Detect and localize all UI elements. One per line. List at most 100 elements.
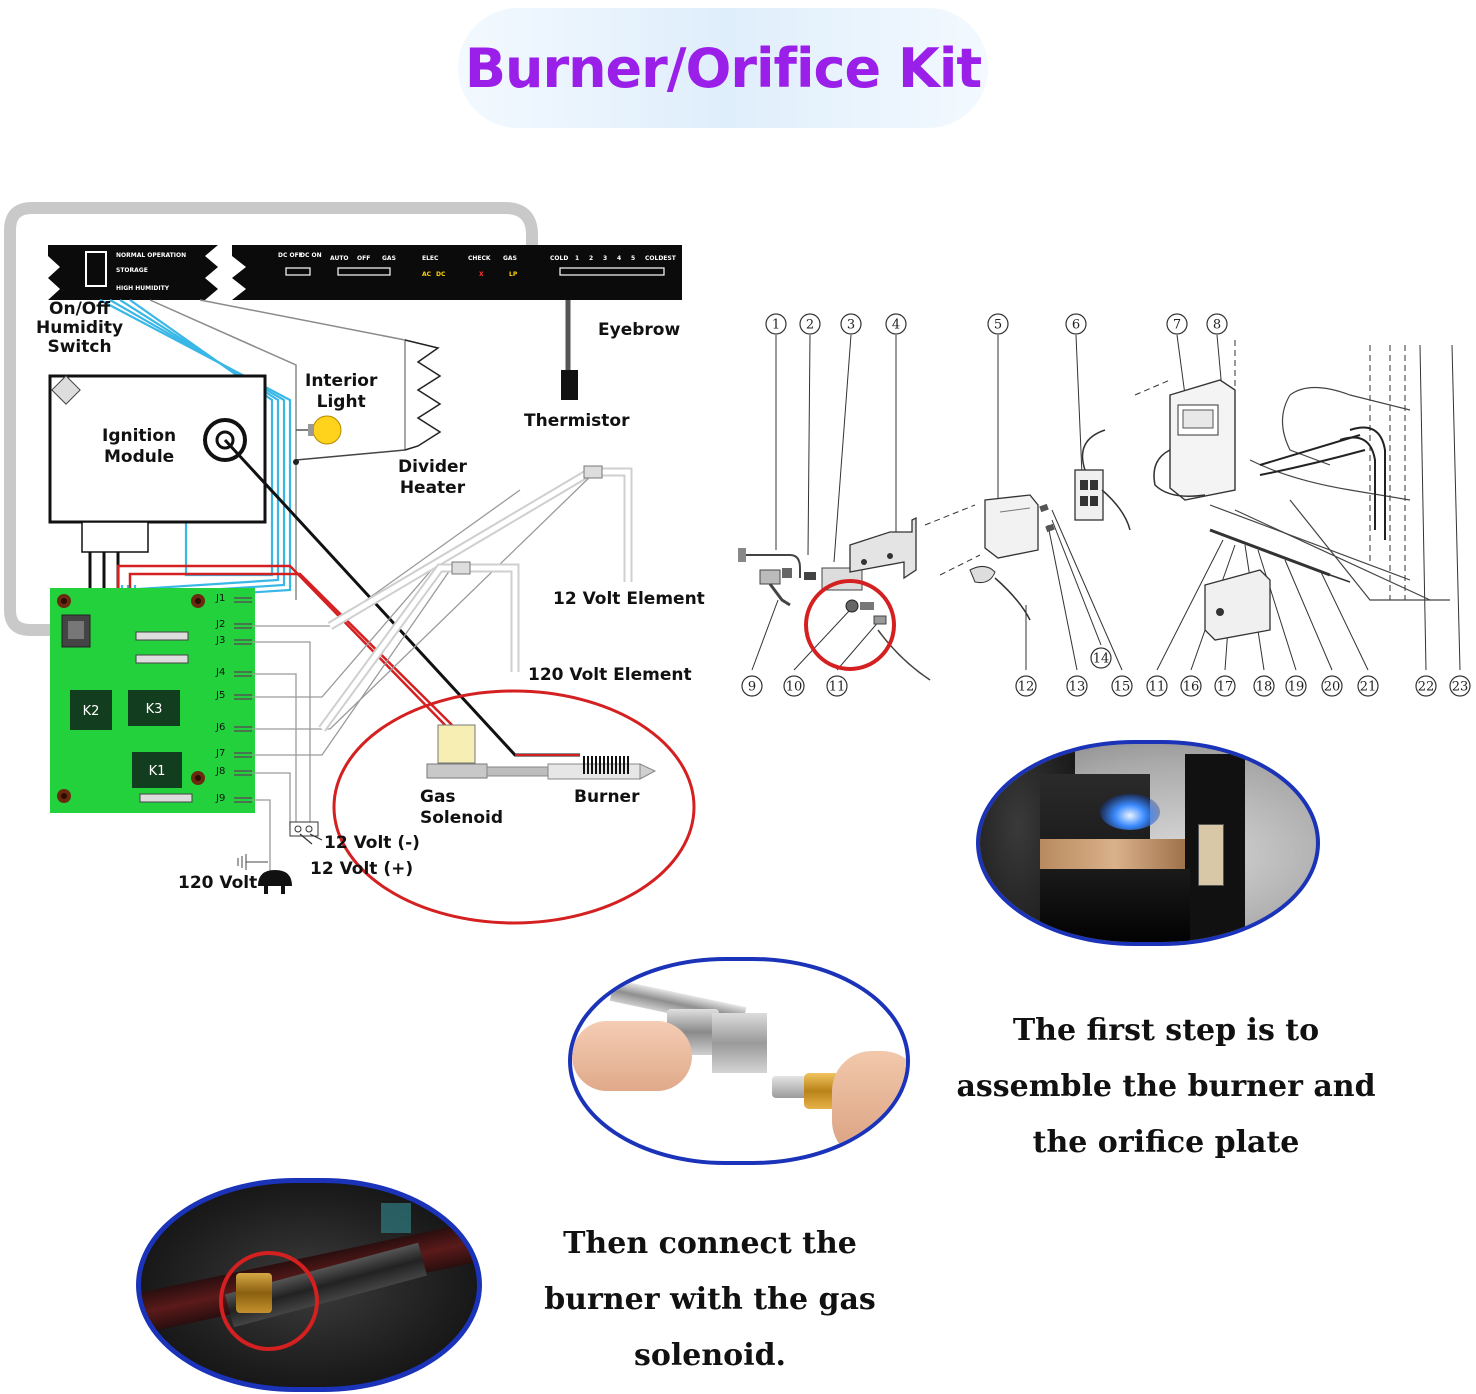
callout-number: 11 bbox=[1149, 680, 1166, 695]
callout-number: 3 bbox=[847, 318, 855, 333]
relay-k2 bbox=[70, 690, 112, 730]
callout-circle bbox=[1065, 313, 1087, 335]
callout-number: 8 bbox=[1213, 318, 1221, 333]
panel-text-cold: COLD bbox=[550, 255, 568, 262]
element-12v-label: 12 Volt Element bbox=[553, 589, 705, 609]
panel-text-dc: DC bbox=[436, 271, 446, 278]
wiring-diagram: NORMAL OPERATION STORAGE HIGH HUMIDITY D… bbox=[4, 202, 696, 925]
callout-number: 13 bbox=[1069, 680, 1086, 695]
step2-line2: burner with the gas bbox=[544, 1282, 876, 1317]
step1-line1: The first step is to bbox=[1012, 1013, 1320, 1048]
assembly-photo bbox=[568, 957, 910, 1165]
burner-label: Burner bbox=[574, 787, 640, 807]
switch-label-line1: On/Off bbox=[49, 299, 111, 319]
dc-slider bbox=[285, 267, 311, 276]
callout-number: 6 bbox=[1072, 318, 1080, 333]
panel-text-high-humidity: HIGH HUMIDITY bbox=[116, 285, 170, 292]
jack-label-j2: J2 bbox=[216, 619, 226, 630]
callout-number: 14 bbox=[1093, 652, 1110, 667]
ground-loop-cable bbox=[4, 202, 538, 636]
divider-heater-label: Divider Heater bbox=[398, 457, 467, 499]
callout-circle bbox=[1090, 647, 1112, 669]
jack-label-j8: J8 bbox=[216, 766, 226, 777]
blue-flame bbox=[1100, 794, 1160, 830]
panel-text-dc-off: DC OFF bbox=[278, 252, 303, 259]
temperature-scale-mark: 3 bbox=[603, 255, 607, 262]
callout-circle bbox=[1321, 675, 1343, 697]
ignition-label-line1: Ignition bbox=[102, 426, 177, 446]
jack-label-j9: J9 bbox=[216, 793, 226, 804]
jack-label-j4: J4 bbox=[216, 667, 226, 678]
right-hand bbox=[832, 1051, 906, 1161]
jack-label-j1: J1 bbox=[216, 593, 226, 604]
step1-line2: assemble the burner and bbox=[956, 1069, 1376, 1104]
callout-circle bbox=[1357, 675, 1379, 697]
panel-text-coldest: COLDEST bbox=[645, 255, 677, 262]
relay-k1 bbox=[132, 752, 182, 788]
12v-positive-label: 12 Volt (+) bbox=[310, 859, 414, 879]
jack-label-j3: J3 bbox=[216, 635, 226, 646]
panel-text-x: X bbox=[479, 271, 484, 278]
divider-heater-line2: Heater bbox=[399, 478, 466, 498]
interior-light-label: Interior Light bbox=[305, 371, 377, 413]
callout-circle bbox=[1180, 675, 1202, 697]
120v-plug bbox=[258, 870, 292, 886]
callout-circle bbox=[741, 675, 763, 697]
jack-label-j6: J6 bbox=[216, 722, 226, 733]
burner-installed-photo bbox=[976, 740, 1320, 946]
callout-circle bbox=[1415, 675, 1437, 697]
callout-circle bbox=[1066, 675, 1088, 697]
callout-circle bbox=[1449, 675, 1471, 697]
panel-text-dc-on: DC ON bbox=[300, 252, 322, 259]
switch-label-line2: Humidity bbox=[36, 318, 124, 338]
callout-number: 22 bbox=[1418, 680, 1435, 695]
element-120v-label: 120 Volt Element bbox=[528, 665, 692, 685]
gas-solenoid-label: Gas Solenoid bbox=[420, 787, 503, 829]
panel-text-off: OFF bbox=[357, 255, 370, 262]
callout-circle bbox=[1015, 675, 1037, 697]
orifice-highlight-circle bbox=[804, 579, 896, 671]
humidity-switch-label: On/Off Humidity Switch bbox=[36, 300, 123, 357]
jack-label-j5: J5 bbox=[216, 690, 226, 701]
12v-negative-label: 12 Volt (-) bbox=[324, 833, 420, 853]
panel-text-storage: STORAGE bbox=[116, 267, 148, 274]
relay-label-k2: K2 bbox=[83, 704, 100, 719]
burner-highlight-ellipse bbox=[332, 689, 696, 925]
callout-number: 2 bbox=[806, 318, 814, 333]
interior-light-line1: Interior bbox=[305, 371, 378, 391]
title-banner: Burner/Orifice Kit bbox=[458, 8, 988, 128]
panel-text-gas: GAS bbox=[382, 255, 396, 262]
left-hand bbox=[572, 1021, 692, 1091]
callout-circle bbox=[1206, 313, 1228, 335]
burner-sleeve-photo bbox=[712, 1013, 767, 1073]
connection-highlight-circle bbox=[219, 1251, 319, 1351]
callout-number: 17 bbox=[1217, 680, 1234, 695]
relay-label-k1: K1 bbox=[149, 764, 166, 779]
callout-circle bbox=[1111, 675, 1133, 697]
control-panel bbox=[232, 245, 682, 300]
orifice-fitting-photo bbox=[772, 1076, 812, 1098]
gas-solenoid-line1: Gas bbox=[420, 787, 456, 807]
callout-circle bbox=[1214, 675, 1236, 697]
callout-number: 9 bbox=[748, 680, 756, 695]
divider-heater-line1: Divider bbox=[398, 457, 467, 477]
panel-text-ac: AC bbox=[422, 271, 432, 278]
temperature-scale-mark: 5 bbox=[631, 255, 635, 262]
temperature-scale-mark: 4 bbox=[617, 255, 621, 262]
callout-number: 23 bbox=[1452, 680, 1469, 695]
callout-circle bbox=[1253, 675, 1275, 697]
teal-fitting-photo bbox=[381, 1203, 411, 1233]
mount-plate bbox=[1040, 869, 1190, 942]
step2-line3: solenoid. bbox=[633, 1338, 787, 1373]
divider-heater-coil bbox=[404, 339, 442, 451]
interior-light-line2: Light bbox=[316, 392, 366, 412]
relay-label-k3: K3 bbox=[146, 702, 163, 717]
callout-circle bbox=[826, 675, 848, 697]
copper-tube bbox=[1040, 839, 1190, 869]
callout-number: 16 bbox=[1183, 680, 1200, 695]
callout-number: 10 bbox=[786, 680, 803, 695]
callout-number: 5 bbox=[994, 318, 1002, 333]
callout-circle bbox=[1166, 313, 1188, 335]
callout-number: 7 bbox=[1173, 318, 1181, 333]
